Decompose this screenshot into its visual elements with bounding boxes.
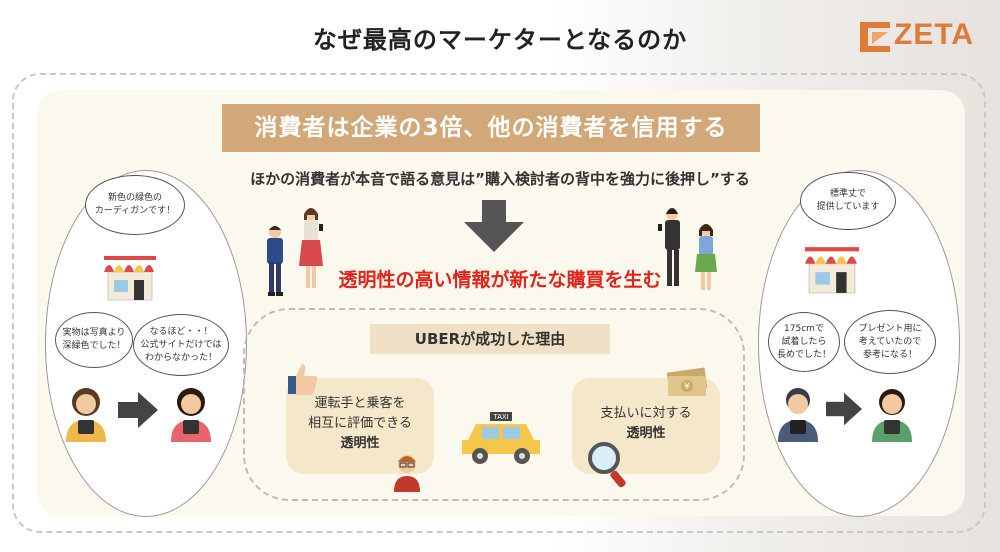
driver-card-text: 運転手と乗客を 相互に評価できる 透明性: [286, 394, 434, 454]
person-icon: [394, 455, 420, 492]
bubble-line: 175cmで: [784, 323, 824, 334]
bubble-line: プレゼント用に: [858, 323, 922, 334]
outer-frame: [12, 73, 986, 533]
uber-section-frame: [243, 308, 745, 501]
bubble-line: 新色の緑色の: [107, 193, 162, 203]
bubble-line: 参考になる！: [862, 349, 917, 360]
person-icon: [658, 208, 680, 286]
uber-section-label: UBERが成功した理由: [370, 324, 610, 354]
driver-line2: 相互に評価できる: [308, 416, 412, 431]
bubble-line: 長めでした！: [776, 349, 831, 360]
reader-speech-bubble: なるほど・・！ 公式サイトだけでは わからなかった！: [133, 314, 229, 376]
customer-speech-bubble: 実物は写真より 深緑色でした！: [55, 312, 133, 368]
person-icon: [299, 208, 323, 288]
logo-text: ZETA: [894, 18, 975, 51]
down-arrow-icon: [464, 200, 524, 252]
taxi-sign-text: TAXI: [493, 414, 508, 421]
customers-chatting-illustration-right: [658, 208, 717, 290]
bubble-line: なるほど・・！: [149, 326, 213, 337]
result-text: 透明性の高い情報が新たな購買を生む: [338, 269, 662, 291]
bubble-line: 標準丈で: [829, 189, 866, 199]
person-icon: [66, 388, 106, 442]
person-icon: [778, 388, 818, 442]
bubble-line: わからなかった！: [144, 352, 217, 363]
customers-chatting-illustration: [267, 208, 323, 296]
shop-speech-bubble: 標準丈で 提供しています: [800, 172, 896, 230]
bubble-line: 実物は写真より: [62, 328, 126, 338]
magnifier-icon: [588, 442, 626, 488]
person-icon: [267, 226, 283, 296]
bubble-line: 提供しています: [816, 202, 880, 212]
customer-speech-bubble: 175cmで 試着したら 長めでした！: [768, 312, 840, 372]
zeta-logo: ZETA: [858, 18, 988, 56]
bubble-line: 試着したら: [781, 336, 827, 347]
subtext: ほかの消費者が本音で語る意見は”購入検討者の背中を強力に後押し”する: [250, 170, 750, 188]
shop-icon: [104, 256, 156, 301]
person-icon: [695, 224, 717, 290]
logo-icon: [860, 22, 890, 52]
right-arrow-icon: [826, 392, 862, 426]
taxi-icon: TAXI: [462, 412, 540, 464]
payment-transparency: 透明性: [626, 426, 666, 441]
bubble-line: 深緑色でした！: [62, 341, 126, 351]
reader-speech-bubble: プレゼント用に 考えていたので 参考になる！: [844, 310, 936, 374]
driver-line1: 運転手と乗客を: [314, 396, 406, 411]
right-arrow-icon: [118, 392, 158, 428]
person-icon: [171, 388, 211, 442]
bubble-line: 考えていたので: [858, 336, 922, 347]
driver-transparency: 透明性: [340, 436, 380, 451]
payment-line1: 支払いに対する: [600, 406, 692, 421]
money-icon: ¥: [666, 367, 708, 396]
bubble-line: カーディガンです！: [94, 206, 176, 216]
bubble-line: 公式サイトだけでは: [140, 339, 222, 350]
slide-title: なぜ最高のマーケターとなるのか: [312, 26, 688, 54]
payment-card-text: 支払いに対する 透明性: [572, 404, 720, 444]
thumbs-up-icon: [288, 364, 318, 395]
shop-icon: [804, 247, 860, 294]
headline-banner: 消費者は企業の3倍、他の消費者を信用する: [222, 104, 760, 152]
person-icon: [872, 389, 912, 442]
money-symbol: ¥: [684, 382, 690, 392]
shop-speech-bubble: 新色の緑色の カーディガンです！: [85, 175, 185, 235]
